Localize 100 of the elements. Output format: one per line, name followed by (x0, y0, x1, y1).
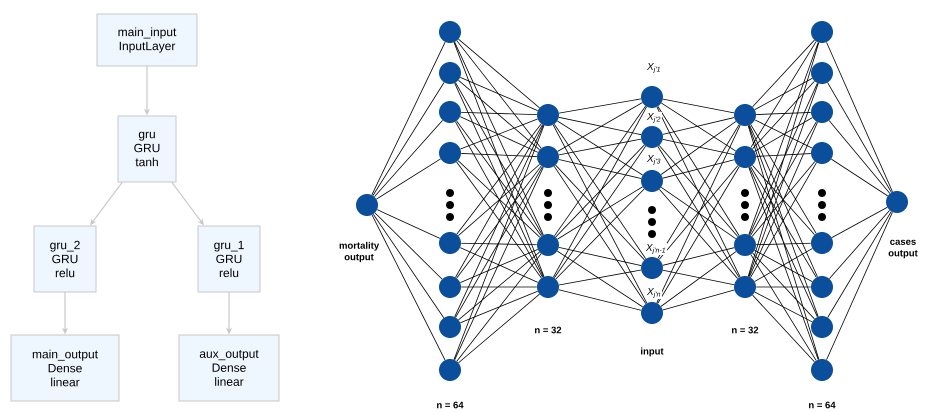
variable-label: X$_{j'1}$ (646, 62, 662, 74)
connection-line (752, 40, 815, 108)
connection-line (662, 290, 735, 310)
connection-line (827, 211, 892, 318)
neuron-circle (439, 21, 461, 43)
connection-line (657, 124, 740, 259)
variable-label: X$_{j'n}$ (646, 287, 662, 299)
connection-line (748, 42, 819, 235)
connection-line (455, 166, 543, 318)
connection-line (662, 138, 734, 156)
connection-line (454, 124, 544, 318)
connection-line (557, 186, 643, 240)
neuron-circle (811, 21, 833, 43)
neuron-circle (641, 126, 663, 148)
neuron-circle (537, 276, 559, 298)
neuron-circle (734, 234, 756, 256)
neuron-circle (641, 257, 663, 279)
layer-size-label: n = 64 (809, 402, 836, 408)
connection-line (754, 292, 812, 322)
connection-line (748, 125, 820, 360)
connection-line (460, 153, 538, 157)
connection-line (557, 102, 643, 152)
connection-line (660, 121, 736, 175)
connection-line (754, 78, 813, 110)
connection-line (454, 125, 544, 360)
connection-line (454, 42, 544, 277)
connection-line (554, 166, 646, 304)
variable-label: X$_{j'3}$ (646, 154, 662, 166)
connection-line (748, 125, 819, 317)
neuron-circle (811, 316, 833, 338)
neuron-circle (811, 142, 833, 164)
connection-line (752, 294, 815, 362)
connection-line (552, 106, 648, 278)
connection-line (827, 82, 892, 193)
connection-line (460, 77, 538, 111)
connection-line (748, 83, 819, 277)
connection-line (656, 106, 740, 278)
connection-line (748, 42, 820, 277)
neuron-circle (811, 62, 833, 84)
connection-line (558, 138, 642, 156)
connection-line (752, 80, 815, 150)
connection-line (458, 294, 540, 364)
neuron-circle (439, 101, 461, 123)
connection-line (460, 290, 538, 324)
connection-line (557, 120, 643, 176)
layer-box: gru_1 GRU relu (198, 226, 260, 292)
connection-line (556, 250, 644, 308)
neuron-circle (734, 146, 756, 168)
connection-line (555, 188, 645, 280)
connection-line (554, 106, 646, 236)
neuron-circle (439, 232, 461, 254)
connection-line (555, 144, 645, 238)
neuron-circle (537, 104, 559, 126)
layer-size-label: input (641, 348, 664, 356)
connection-line (374, 120, 443, 198)
neuron-circle (537, 146, 559, 168)
connection-line (756, 286, 812, 288)
layer-label: cases output (888, 240, 918, 258)
connection-line (374, 212, 442, 280)
layer-label: mortality output (340, 242, 380, 262)
neuron-circle (641, 302, 663, 324)
connection-line (749, 82, 818, 236)
neuron-circle (811, 232, 833, 254)
connection-line (558, 289, 642, 311)
layer-box: aux_output Dense linear (178, 334, 280, 402)
neuron-circle (811, 359, 833, 381)
connection-line (558, 247, 642, 266)
neuron-circle (439, 316, 461, 338)
connection-line (826, 212, 893, 360)
layer-size-label: n = 32 (535, 326, 562, 334)
connection-line (656, 124, 741, 304)
connection-line (748, 167, 819, 360)
connection-line (558, 270, 642, 286)
connection-line (552, 124, 648, 304)
neuron-circle (439, 62, 461, 84)
connection-line (661, 102, 736, 152)
connection-line (831, 206, 888, 238)
connection-line (658, 106, 740, 236)
neuron-circle (641, 86, 663, 108)
neuron-circle (641, 170, 663, 192)
connection-line (662, 98, 734, 114)
connection-line (828, 120, 890, 194)
layer-box: gru_2 GRU relu (34, 226, 97, 292)
connection-line (558, 159, 642, 179)
connection-line (662, 247, 735, 266)
layer-box: gru GRU tanh (118, 116, 176, 182)
layer-box: main_input InputLayer (96, 14, 198, 66)
neuron-circle (356, 194, 378, 216)
layer-box: main_output Dense linear (10, 334, 120, 402)
neuron-circle (811, 101, 833, 123)
connection-line (372, 214, 446, 360)
connection-line (749, 166, 818, 318)
connection-line (458, 80, 540, 150)
connection-line (558, 116, 642, 136)
connection-line (372, 214, 444, 318)
connection-line (456, 253, 542, 362)
connection-line (454, 42, 544, 236)
connection-line (460, 286, 538, 288)
neuron-circle (439, 276, 461, 298)
connection-line (750, 254, 817, 361)
